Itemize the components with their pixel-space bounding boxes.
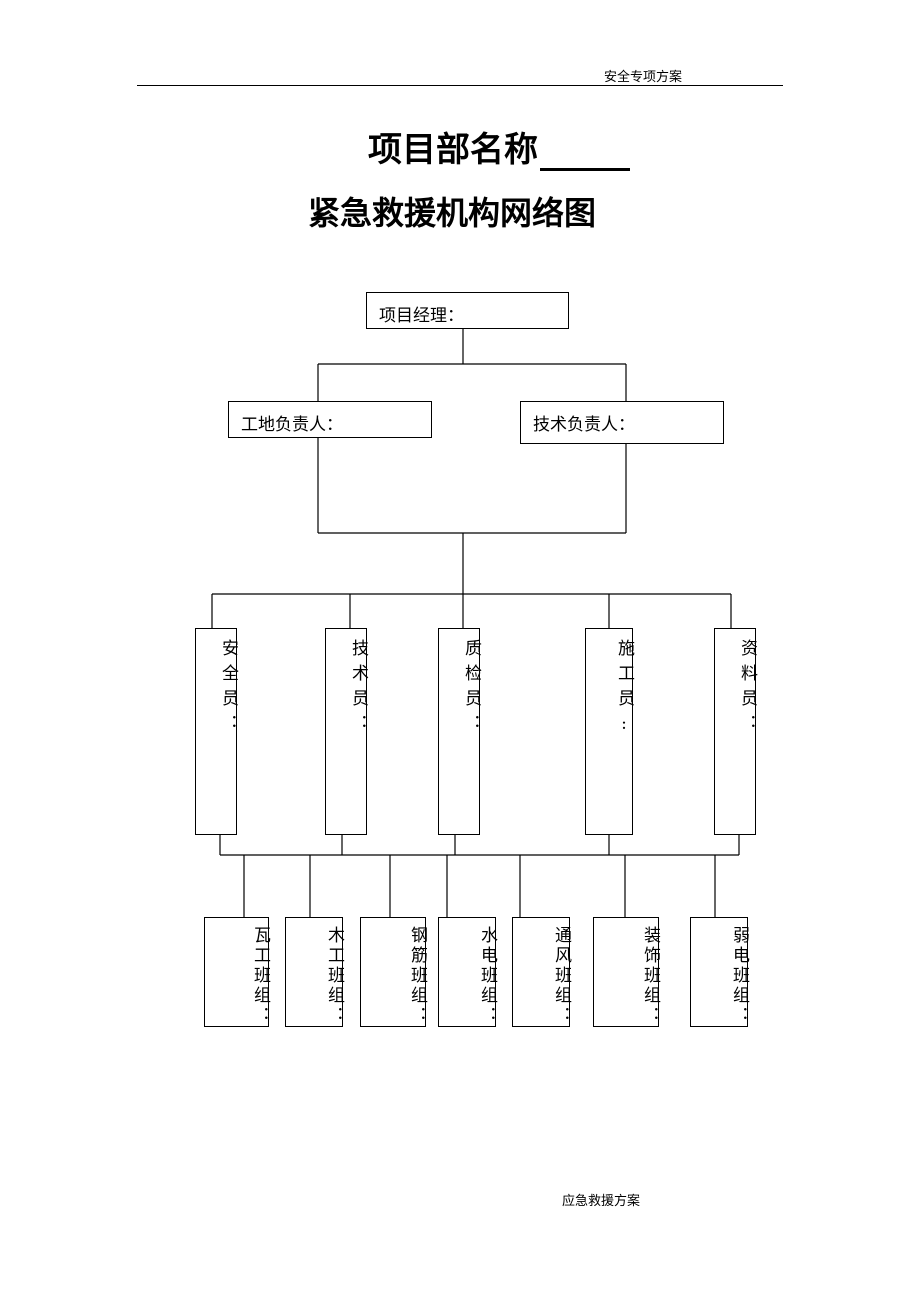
role-records-box: 资料员： [714,628,757,835]
project-name-label: 项目部名称 [368,130,538,170]
role-qc-box: 质检员： [438,628,481,835]
role-safety-box: 安全员： [195,628,238,835]
team-masonry-box: 瓦工班组： [204,917,270,1027]
team-plumbing-box: 水电班组： [438,917,497,1027]
page-title: 项目部名称 [368,122,630,171]
team-low-voltage-box: 弱电班组： [690,917,749,1027]
team-decoration-box: 装饰班组： [593,917,660,1027]
project-name-blank [540,132,630,171]
diagram-title: 紧急救援机构网络图 [308,194,597,232]
role-tech-box: 技术员： [325,628,368,835]
manager-box: 项目经理： [366,292,569,329]
site-lead-box: 工地负责人： [228,401,432,438]
team-rebar-box: 钢筋班组： [360,917,427,1027]
header-text: 安全专项方案 [604,70,683,85]
tech-lead-box: 技术负责人： [520,401,724,444]
footer-text: 应急救援方案 [562,1194,641,1209]
header-rule [137,85,783,86]
team-carpentry-box: 木工班组： [285,917,344,1027]
team-ventilation-box: 通风班组： [512,917,571,1027]
role-construction-box: 施工员: [585,628,634,835]
